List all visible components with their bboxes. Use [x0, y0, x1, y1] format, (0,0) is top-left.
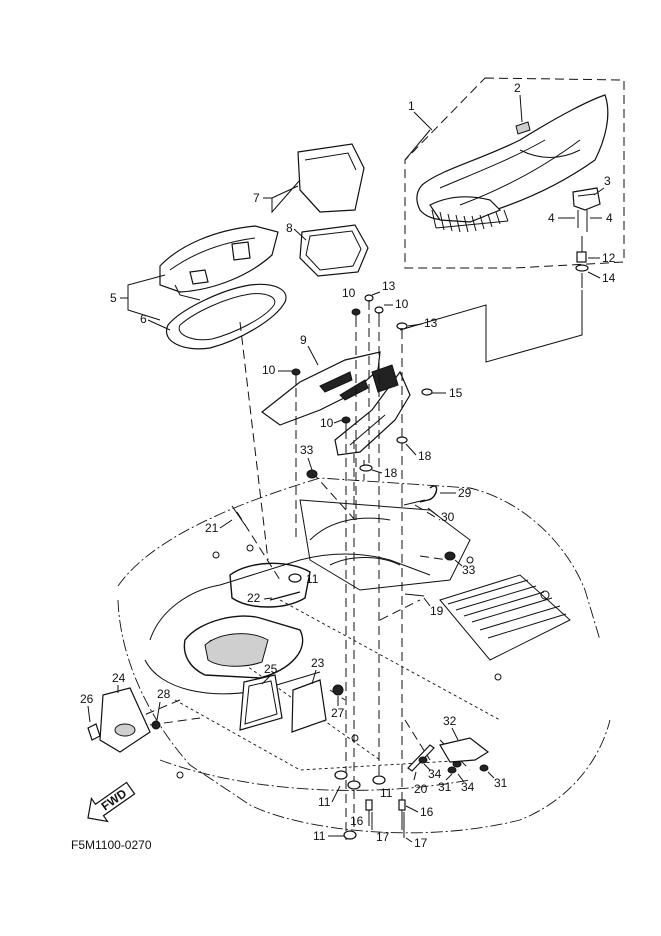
callout-15: 15 — [449, 386, 463, 400]
callout-10c: 10 — [262, 363, 276, 377]
glove-box-gasket — [299, 224, 369, 277]
seat-assembly-group — [404, 77, 625, 269]
callout-26: 26 — [80, 692, 94, 706]
callout-1: 1 — [408, 99, 415, 113]
glove-box — [297, 143, 365, 213]
callout-10a: 10 — [342, 286, 356, 300]
callout-17a: 17 — [376, 830, 390, 844]
callout-7: 7 — [253, 191, 260, 205]
callout-34b: 34 — [461, 780, 475, 794]
callout-labels: 1 2 3 4 4 5 6 7 8 9 10 10 10 10 11 11 11… — [80, 81, 616, 850]
forward-direction-arrow: FWD — [87, 781, 136, 823]
rear-storage-box — [159, 225, 279, 301]
callout-29: 29 — [458, 486, 472, 500]
callout-6: 6 — [140, 312, 147, 326]
callout-3: 3 — [604, 174, 611, 188]
callout-14: 14 — [602, 271, 616, 285]
seat — [416, 94, 609, 221]
callout-30: 30 — [441, 510, 455, 524]
callout-11c: 11 — [380, 786, 393, 800]
callout-33b: 33 — [462, 563, 476, 577]
nut-and-washer — [575, 251, 589, 288]
callout-4b: 4 — [606, 211, 613, 225]
storage-box-gasket — [165, 283, 287, 350]
callout-25: 25 — [264, 662, 278, 676]
callout-16b: 16 — [420, 805, 434, 819]
hull-deck-outline — [117, 477, 611, 834]
callout-33a: 33 — [300, 443, 314, 457]
callout-22: 22 — [247, 591, 261, 605]
diagram-code: F5M1100-0270 — [71, 838, 152, 852]
seat-base-ribs — [431, 209, 509, 233]
seat-latch-bracket — [572, 187, 601, 211]
callout-21: 21 — [205, 521, 219, 535]
callout-20: 20 — [414, 782, 428, 796]
callout-18a: 18 — [418, 449, 432, 463]
callout-11a: 11 — [306, 572, 319, 586]
fastener-guide-lines — [119, 300, 471, 840]
bracket-32 — [439, 737, 490, 763]
callout-10b: 10 — [395, 297, 409, 311]
seat-emblem — [515, 121, 531, 135]
callout-8: 8 — [286, 221, 293, 235]
callout-24: 24 — [112, 671, 126, 685]
callout-18b: 18 — [384, 466, 398, 480]
callout-13b: 13 — [424, 316, 438, 330]
callout-5: 5 — [110, 291, 117, 305]
callout-13a: 13 — [382, 279, 396, 293]
hatch-cover-23 — [291, 679, 327, 733]
callout-19: 19 — [430, 604, 444, 618]
callout-11b: 11 — [318, 795, 331, 809]
callout-34a: 34 — [428, 767, 442, 781]
callout-31a: 31 — [438, 780, 452, 794]
footwell-mat-pattern — [439, 574, 571, 661]
callout-17b: 17 — [414, 836, 428, 850]
callout-12: 12 — [602, 251, 616, 265]
seat-bracket-cover — [261, 351, 411, 456]
hatch-lid-24 — [87, 687, 151, 753]
callout-10d: 10 — [320, 416, 334, 430]
callout-32: 32 — [443, 714, 457, 728]
callout-31b: 31 — [494, 776, 508, 790]
fasteners — [151, 294, 489, 840]
callout-2: 2 — [514, 81, 521, 95]
callout-28: 28 — [157, 687, 171, 701]
callout-23: 23 — [311, 656, 325, 670]
callout-27: 27 — [331, 706, 345, 720]
callout-9: 9 — [300, 333, 307, 347]
callout-16a: 16 — [350, 814, 364, 828]
callout-4a: 4 — [548, 211, 555, 225]
callout-11d: 11 — [313, 829, 326, 843]
hatch-gasket-25 — [239, 674, 283, 731]
